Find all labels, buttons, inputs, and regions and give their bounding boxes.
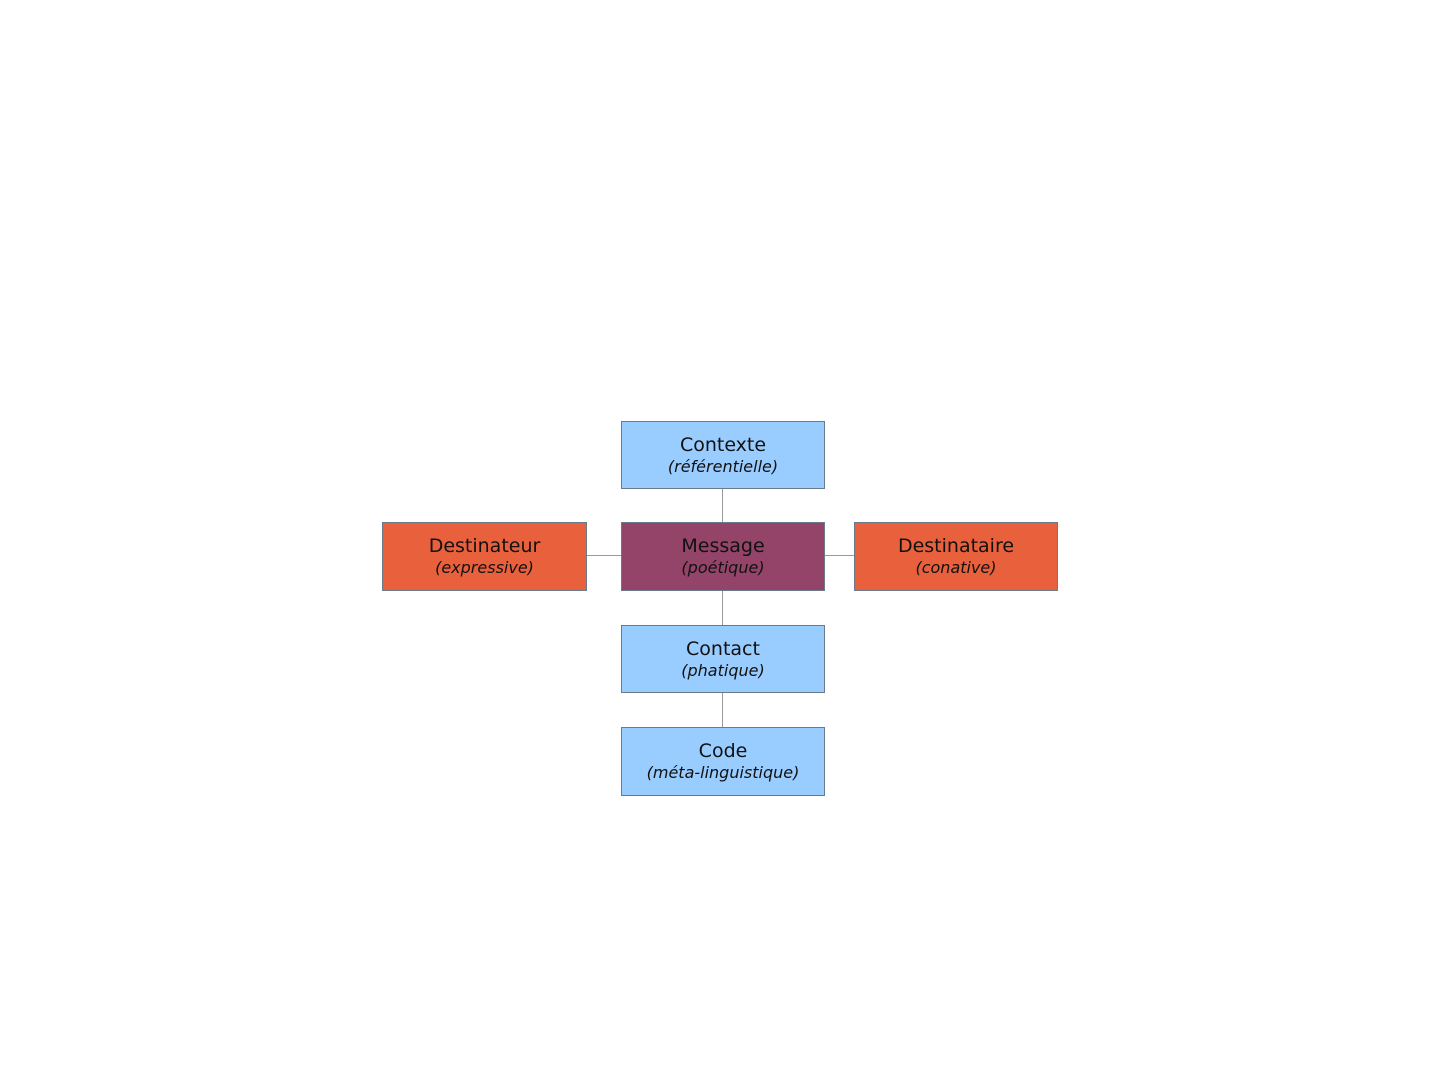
node-contact: Contact (phatique) xyxy=(621,625,825,693)
node-function: (poétique) xyxy=(681,558,765,577)
node-title: Message xyxy=(681,535,765,557)
node-function: (référentielle) xyxy=(667,456,779,476)
connector-message-contact xyxy=(722,590,723,625)
node-title: Code xyxy=(698,740,748,762)
node-title: Destinataire xyxy=(897,535,1015,557)
node-function: (expressive) xyxy=(435,558,534,577)
connector-destinateur-message xyxy=(586,555,621,556)
node-function: (conative) xyxy=(915,558,997,577)
node-title: Contact xyxy=(686,637,760,660)
connector-contexte-message xyxy=(722,488,723,522)
node-function: (phatique) xyxy=(681,660,765,680)
node-title: Destinateur xyxy=(428,535,541,557)
node-destinateur: Destinateur (expressive) xyxy=(382,522,587,591)
connector-contact-code xyxy=(722,692,723,727)
node-contexte: Contexte (référentielle) xyxy=(621,421,825,489)
node-title: Contexte xyxy=(679,433,767,456)
node-destinataire: Destinataire (conative) xyxy=(854,522,1058,591)
node-code: Code (méta-linguistique) xyxy=(621,727,825,796)
node-message: Message (poétique) xyxy=(621,522,825,591)
node-function: (méta-linguistique) xyxy=(646,763,800,782)
connector-message-destinataire xyxy=(824,555,854,556)
